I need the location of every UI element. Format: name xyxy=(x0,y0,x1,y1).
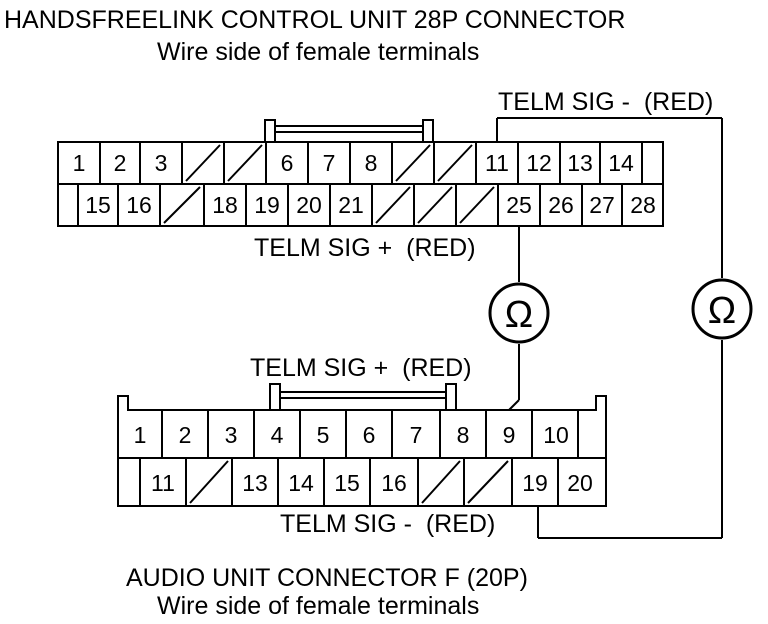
hfl-empty-cavity xyxy=(163,186,201,224)
hfl-empty-cavity xyxy=(395,144,431,182)
hfl-pin-11: 11 xyxy=(485,150,509,176)
audio-row-2: 11 13 14 15 16 19 20 xyxy=(139,458,593,506)
audio-connector: 1 2 3 4 5 6 7 8 9 10 11 13 14 xyxy=(117,383,607,507)
audio-row-1: 1 2 3 4 5 6 7 8 9 10 xyxy=(134,410,579,458)
hfl-pin-14: 14 xyxy=(608,150,634,176)
hfl-pin-20: 20 xyxy=(296,192,322,218)
audio-telm-sig-minus-label: TELM SIG - (RED) xyxy=(280,510,495,538)
ohm-symbol: Ω xyxy=(505,294,533,336)
audio-pin-2: 2 xyxy=(179,422,192,448)
audio-pin-15: 15 xyxy=(334,470,360,496)
audio-empty-cavity xyxy=(421,460,461,504)
audio-empty-cavity xyxy=(467,460,509,504)
hfl-pin-27: 27 xyxy=(589,192,615,218)
audio-pin-10: 10 xyxy=(543,422,569,448)
ohmmeter-icon: Ω xyxy=(488,282,550,344)
hfl-empty-cavity xyxy=(227,144,263,182)
hfl-empty-cavity xyxy=(459,186,495,224)
test-lead-minus xyxy=(496,117,723,539)
audio-empty-cavity xyxy=(189,460,229,504)
hfl-connector-subtitle: Wire side of female terminals xyxy=(157,38,479,66)
audio-pin-7: 7 xyxy=(410,422,423,448)
audio-pin-20: 20 xyxy=(567,470,593,496)
hfl-lock-tab xyxy=(264,119,434,143)
audio-pin-13: 13 xyxy=(242,470,268,496)
hfl-row-2: 15 16 18 19 20 21 25 26 27 28 xyxy=(77,184,656,226)
test-lead-plus xyxy=(508,226,520,411)
hfl-telm-sig-plus-label: TELM SIG + (RED) xyxy=(254,234,476,262)
audio-pin-4: 4 xyxy=(271,422,284,448)
hfl-pin-2: 2 xyxy=(114,150,127,176)
hfl-pin-26: 26 xyxy=(548,192,574,218)
audio-pin-5: 5 xyxy=(317,422,330,448)
audio-pin-16: 16 xyxy=(381,470,407,496)
audio-lock-tab xyxy=(269,383,457,411)
audio-connector-title: AUDIO UNIT CONNECTOR F (20P) xyxy=(126,564,528,592)
hfl-pin-28: 28 xyxy=(630,192,656,218)
audio-pin-14: 14 xyxy=(288,470,314,496)
hfl-pin-6: 6 xyxy=(281,150,294,176)
audio-pin-3: 3 xyxy=(225,422,238,448)
hfl-pin-19: 19 xyxy=(254,192,280,218)
hfl-connector-title: HANDSFREELINK CONTROL UNIT 28P CONNECTOR xyxy=(4,6,625,34)
audio-pin-1: 1 xyxy=(134,422,147,448)
hfl-empty-cavity xyxy=(417,186,453,224)
hfl-pin-8: 8 xyxy=(365,150,378,176)
hfl-pin-18: 18 xyxy=(212,192,238,218)
hfl-empty-cavity xyxy=(185,144,221,182)
hfl-pin-21: 21 xyxy=(338,192,364,218)
audio-telm-sig-plus-label: TELM SIG + (RED) xyxy=(250,354,472,382)
hfl-pin-25: 25 xyxy=(506,192,532,218)
ohm-symbol: Ω xyxy=(708,290,736,332)
hfl-empty-cavity xyxy=(437,144,473,182)
hfl-pin-12: 12 xyxy=(526,150,552,176)
audio-pin-19: 19 xyxy=(522,470,548,496)
hfl-pin-7: 7 xyxy=(323,150,336,176)
audio-pin-8: 8 xyxy=(457,422,470,448)
hfl-pin-13: 13 xyxy=(567,150,593,176)
audio-pin-9: 9 xyxy=(503,422,516,448)
hfl-pin-15: 15 xyxy=(85,192,111,218)
audio-pin-6: 6 xyxy=(363,422,376,448)
audio-connector-subtitle: Wire side of female terminals xyxy=(157,592,479,620)
hfl-pin-16: 16 xyxy=(126,192,152,218)
hfl-pin-3: 3 xyxy=(155,150,168,176)
ohmmeter-icon: Ω xyxy=(691,278,753,340)
hfl-row-1: 1 2 3 6 7 8 11 12 13 14 xyxy=(73,142,643,184)
hfl-pin-1: 1 xyxy=(73,150,86,176)
hfl-empty-cavity xyxy=(375,186,411,224)
audio-pin-11: 11 xyxy=(151,470,175,496)
hfl-telm-sig-minus-label: TELM SIG - (RED) xyxy=(498,88,713,116)
hfl-connector: 1 2 3 6 7 8 11 12 13 14 xyxy=(57,119,664,227)
